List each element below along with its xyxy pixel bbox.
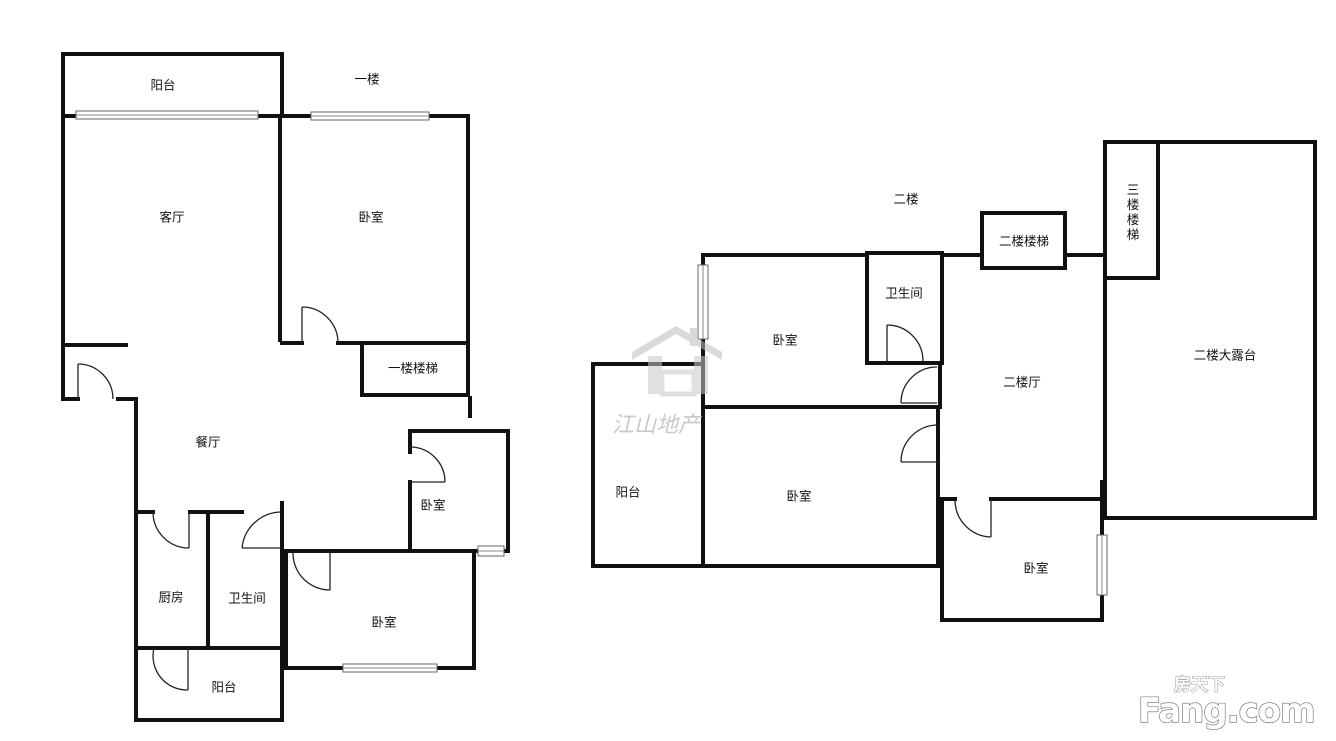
floor2-windows <box>697 264 1108 596</box>
floor2-title: 二楼 <box>893 192 918 207</box>
floor1-walls <box>61 52 510 722</box>
floor2-labels: 二楼 三楼楼梯 二楼楼梯 卫生间 卧室 二楼厅 二楼大露台 阳台 卧室 卧室 <box>615 182 1256 576</box>
room-living-room: 客厅 <box>159 210 184 225</box>
room-stairs-floor1: 一楼楼梯 <box>388 361 438 376</box>
stairs-to-floor3-char: 楼 <box>1127 197 1140 212</box>
fang-logo: 房天下 Fang.com <box>1137 674 1316 732</box>
room-dining-room: 餐厅 <box>195 435 220 450</box>
door-bedroom-bottom <box>292 550 331 591</box>
door-bedroom-top-f2 <box>900 366 938 404</box>
window-bedroom-bottom <box>342 663 438 673</box>
door-bedroom-right-f2 <box>954 498 992 538</box>
stairs-to-floor3-char: 三 <box>1127 182 1140 197</box>
room-bedroom-bottom: 卧室 <box>371 615 396 630</box>
room-bedroom-top-f2: 卧室 <box>772 333 797 348</box>
room-balcony-bottom: 阳台 <box>211 680 236 695</box>
room-stairs-floor2: 二楼楼梯 <box>999 234 1049 249</box>
agency-watermark: 江山地产 <box>612 326 722 438</box>
room-stairs-to-floor3: 三楼楼梯 <box>1127 182 1140 242</box>
agency-watermark-text: 江山地产 <box>612 413 702 438</box>
stairs-to-floor3-char: 楼 <box>1127 212 1140 227</box>
room-kitchen: 厨房 <box>158 590 183 605</box>
room-balcony-f2: 阳台 <box>615 485 640 500</box>
room-bathroom-f2: 卫生间 <box>885 286 923 301</box>
floor2-plan: 二楼 三楼楼梯 二楼楼梯 卫生间 卧室 二楼厅 二楼大露台 阳台 卧室 卧室 <box>591 140 1317 622</box>
room-balcony-top: 阳台 <box>150 78 175 93</box>
room-bedroom-right-f2: 卧室 <box>1023 561 1048 576</box>
window-bedroom-small <box>477 545 505 557</box>
door-bathroom-f2 <box>886 324 924 362</box>
window-bedroom-top <box>310 111 430 121</box>
fang-logo-text: Fang.com <box>1138 691 1315 731</box>
room-bedroom-top: 卧室 <box>358 210 383 225</box>
room-terrace-f2: 二楼大露台 <box>1194 348 1257 363</box>
house-logo-icon <box>632 326 722 397</box>
door-kitchen <box>152 511 190 549</box>
window-bedroom-right-f2 <box>1096 534 1108 596</box>
floor2-doors <box>886 324 992 538</box>
window-living-room <box>75 110 259 120</box>
room-bedroom-small: 卧室 <box>420 498 445 513</box>
door-bedroom-top <box>301 306 339 344</box>
room-bathroom: 卫生间 <box>228 591 266 606</box>
door-bathroom <box>241 511 283 549</box>
door-balcony-bottom <box>152 647 189 691</box>
door-bedroom-small <box>409 446 446 483</box>
floor1-title: 一楼 <box>354 72 379 87</box>
floor1-windows <box>75 110 505 673</box>
room-bedroom-mid-f2: 卧室 <box>786 489 811 504</box>
door-entrance <box>77 363 114 400</box>
fang-logo-top-text: 房天下 <box>1174 674 1225 695</box>
window-bedroom-top-f2 <box>697 264 709 340</box>
floor1-labels: 一楼 阳台 客厅 卧室 一楼楼梯 餐厅 卧室 厨房 卫生间 卧室 阳台 <box>150 72 445 695</box>
floor1-plan: 一楼 阳台 客厅 卧室 一楼楼梯 餐厅 卧室 厨房 卫生间 卧室 阳台 <box>61 52 510 722</box>
stairs-to-floor3-char: 梯 <box>1127 227 1140 242</box>
door-bedroom-mid-f2 <box>900 424 939 463</box>
floor1-doors <box>77 306 446 691</box>
room-living-room-f2: 二楼厅 <box>1003 375 1041 390</box>
